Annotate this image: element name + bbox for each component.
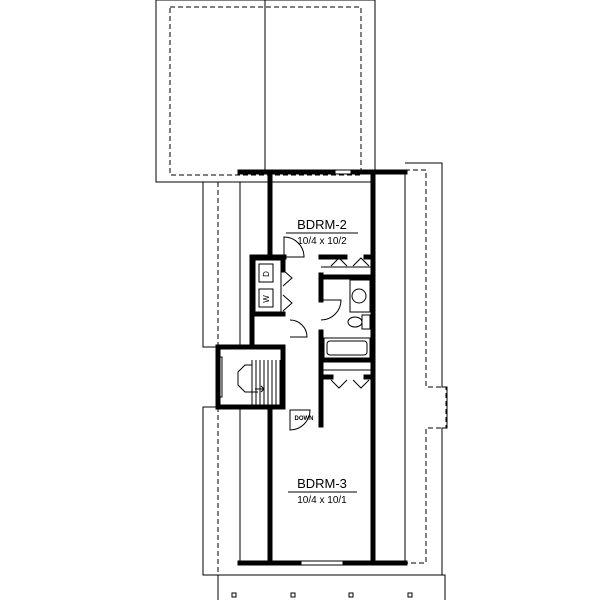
windows bbox=[218, 169, 354, 566]
porch bbox=[217, 574, 446, 600]
roof-outline bbox=[155, 0, 448, 576]
washer-label: W bbox=[262, 295, 271, 303]
bathroom-fixtures bbox=[323, 279, 371, 359]
doors bbox=[282, 236, 373, 431]
room-size-bdrm-3: 10/4 x 10/1 bbox=[297, 495, 347, 506]
room-size-bdrm-2: 10/4 x 10/2 bbox=[297, 236, 347, 247]
washer-dryer: D W bbox=[254, 259, 282, 313]
room-name-bdrm-3: BDRM-3 bbox=[297, 476, 347, 491]
stair-down-label: DOWN bbox=[295, 416, 314, 422]
stairs bbox=[237, 360, 281, 405]
dryer-label: D bbox=[262, 271, 271, 277]
walls bbox=[215, 169, 408, 566]
room-name-bdrm-2: BDRM-2 bbox=[297, 217, 347, 232]
